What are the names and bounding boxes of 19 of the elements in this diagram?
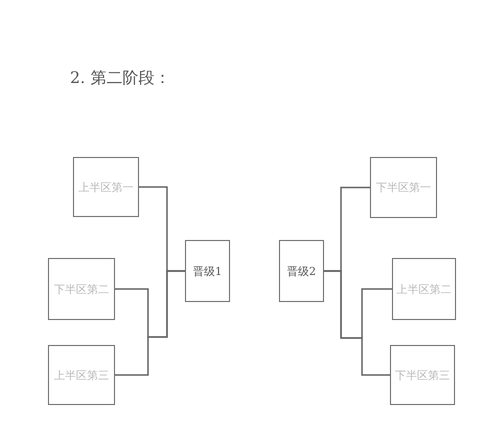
team-box bbox=[370, 157, 437, 218]
team-box bbox=[390, 345, 455, 405]
bracket-line bbox=[324, 270, 390, 376]
result-box bbox=[279, 240, 324, 302]
heading: 2. 第二阶段： bbox=[70, 68, 170, 89]
box-label: 上半区第二 bbox=[396, 282, 452, 296]
box-label: 下半区第二 bbox=[54, 282, 109, 296]
team-box bbox=[392, 258, 456, 320]
team-box bbox=[48, 345, 115, 405]
result-box bbox=[185, 240, 230, 302]
box-label: 晋级2 bbox=[287, 264, 316, 278]
team-box bbox=[48, 258, 115, 320]
box-label: 上半区第三 bbox=[54, 368, 109, 382]
box-label: 下半区第三 bbox=[395, 368, 450, 382]
box-label: 下半区第一 bbox=[376, 180, 431, 195]
box-label: 上半区第一 bbox=[78, 180, 134, 194]
team-box bbox=[73, 157, 139, 217]
box-label: 晋级1 bbox=[193, 264, 222, 278]
bracket-line bbox=[115, 270, 185, 376]
